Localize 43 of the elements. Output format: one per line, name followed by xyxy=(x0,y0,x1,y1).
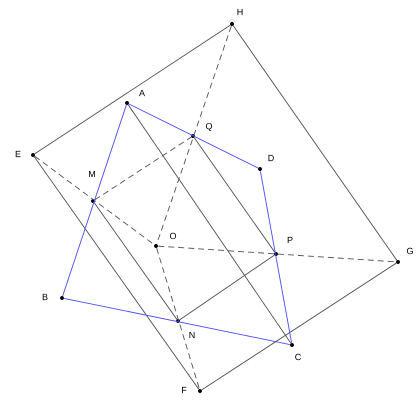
point: D xyxy=(258,154,274,171)
node-label: E xyxy=(16,150,21,158)
point: P xyxy=(274,236,293,256)
point: H xyxy=(230,8,243,26)
point: B xyxy=(42,294,64,300)
line-segment xyxy=(128,104,292,344)
line-segment xyxy=(94,202,178,320)
point: Q xyxy=(191,123,212,138)
node-label: H xyxy=(237,8,243,16)
line-segment xyxy=(34,156,155,246)
line-segment xyxy=(194,137,276,253)
line-segment xyxy=(158,246,396,262)
node-label: Q xyxy=(206,122,212,131)
line-segment xyxy=(201,262,397,390)
line-segment xyxy=(34,24,231,154)
node-label: P xyxy=(288,236,293,244)
line-segment xyxy=(156,26,232,244)
node-label: D xyxy=(268,154,274,162)
line-segment xyxy=(156,248,200,390)
node-label: A xyxy=(139,90,145,96)
point: C xyxy=(290,342,301,360)
node-label: M xyxy=(88,170,96,178)
node-label: F xyxy=(182,386,186,394)
point: F xyxy=(182,386,202,394)
line-segment xyxy=(94,136,192,200)
point: N xyxy=(176,318,195,338)
line-segment xyxy=(62,104,127,296)
point: A xyxy=(125,90,145,105)
node-label: G xyxy=(406,248,413,254)
point: E xyxy=(16,150,35,158)
point: O xyxy=(154,232,176,248)
line-segment xyxy=(260,170,292,344)
point: G xyxy=(396,248,413,264)
node-label: C xyxy=(295,354,301,360)
node-label: B xyxy=(42,294,48,300)
line-segment xyxy=(179,254,275,320)
line-segment xyxy=(232,25,398,261)
line-segment xyxy=(34,156,200,390)
line-segment xyxy=(128,104,258,168)
line-segment xyxy=(64,298,290,345)
point: M xyxy=(89,170,96,203)
node-label: N xyxy=(189,332,195,338)
node-label: O xyxy=(170,232,176,240)
